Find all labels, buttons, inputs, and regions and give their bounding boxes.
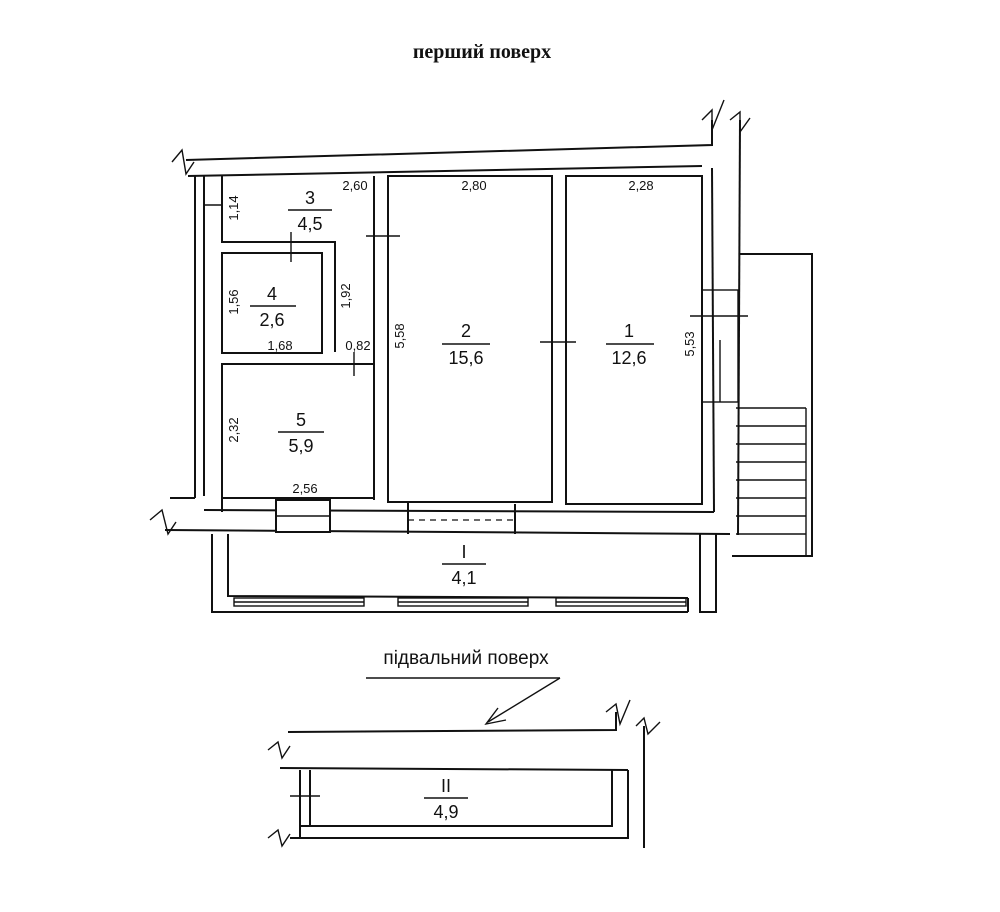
room-label-1: 1 12,6 bbox=[606, 321, 654, 368]
room-I-number: I bbox=[461, 542, 466, 562]
outer-wall-bottom bbox=[164, 529, 731, 535]
room-3-number: 3 bbox=[305, 188, 315, 208]
dim-room1-length: 5,53 bbox=[682, 331, 697, 356]
basement-break-right-top bbox=[605, 699, 631, 727]
first-floor-plan bbox=[149, 99, 813, 613]
dim-room5-width: 2,56 bbox=[292, 481, 317, 496]
outer-wall-top bbox=[185, 120, 713, 161]
dim-room5-depth: 2,32 bbox=[226, 417, 241, 442]
room-I-area: 4,1 bbox=[451, 568, 476, 588]
room-2-number: 2 bbox=[461, 321, 471, 341]
dim-room3-depth: 1,14 bbox=[226, 195, 241, 220]
porch-outline bbox=[732, 253, 813, 557]
room-label-I: I 4,1 bbox=[442, 542, 486, 588]
room-label-2: 2 15,6 bbox=[442, 321, 490, 368]
dim-room1-width: 2,28 bbox=[628, 178, 653, 193]
break-mark-top-left bbox=[171, 148, 195, 176]
inner-wall-top bbox=[187, 165, 703, 177]
room-5-number: 5 bbox=[296, 410, 306, 430]
basement-arrow bbox=[366, 677, 561, 726]
room-II-area: 4,9 bbox=[433, 802, 458, 822]
dim-room2-width: 2,80 bbox=[461, 178, 486, 193]
room-3-area: 4,5 bbox=[297, 214, 322, 234]
outer-wall-right bbox=[737, 119, 741, 536]
first-floor-title: перший поверх bbox=[413, 41, 551, 63]
basement-outer-right-bottom bbox=[290, 770, 629, 839]
room-label-II: II 4,9 bbox=[424, 776, 468, 822]
basement-break-right-top-2 bbox=[635, 716, 661, 736]
room-1-area: 12,6 bbox=[611, 348, 646, 368]
break-mark-top-right bbox=[701, 99, 725, 131]
room-4-number: 4 bbox=[267, 284, 277, 304]
dim-corridor-width: 0,82 bbox=[345, 338, 370, 353]
room2-outline bbox=[387, 175, 553, 503]
dim-room4-width: 1,68 bbox=[267, 338, 292, 353]
roomI-outer bbox=[211, 534, 688, 613]
dim-room2-length: 5,58 bbox=[392, 323, 407, 348]
dim-room3-width: 2,60 bbox=[342, 178, 367, 193]
room-1-number: 1 bbox=[624, 321, 634, 341]
windows-bottom bbox=[233, 597, 687, 607]
dim-room4-depth: 1,56 bbox=[226, 289, 241, 314]
stairs bbox=[736, 407, 807, 556]
room-2-area: 15,6 bbox=[448, 348, 483, 368]
basement-plan bbox=[267, 699, 661, 848]
break-mark-top-right-2 bbox=[729, 110, 751, 135]
room3-wall bbox=[221, 176, 336, 352]
roomI-right-wall bbox=[699, 534, 717, 613]
room-4-area: 2,6 bbox=[259, 310, 284, 330]
basement-break-left-top bbox=[267, 740, 291, 760]
break-mark-bottom-left bbox=[149, 508, 177, 536]
room-label-3: 3 4,5 bbox=[288, 188, 332, 234]
inner-wall-right bbox=[711, 167, 715, 513]
room5-outline bbox=[221, 363, 375, 499]
room-label-5: 5 5,9 bbox=[278, 410, 324, 456]
roomI-inner bbox=[227, 534, 689, 599]
basement-title: підвальний поверх bbox=[383, 648, 549, 669]
room4-outline bbox=[221, 252, 323, 354]
room-5-area: 5,9 bbox=[288, 436, 313, 456]
dim-corridor-length: 1,92 bbox=[338, 283, 353, 308]
basement-break-left-bottom bbox=[267, 828, 291, 848]
room-label-4: 4 2,6 bbox=[250, 284, 296, 330]
basement-inner-top bbox=[279, 767, 629, 771]
basement-top-wall bbox=[287, 712, 617, 733]
basement-inner-right-bottom bbox=[300, 770, 613, 827]
room-II-number: II bbox=[441, 776, 451, 796]
